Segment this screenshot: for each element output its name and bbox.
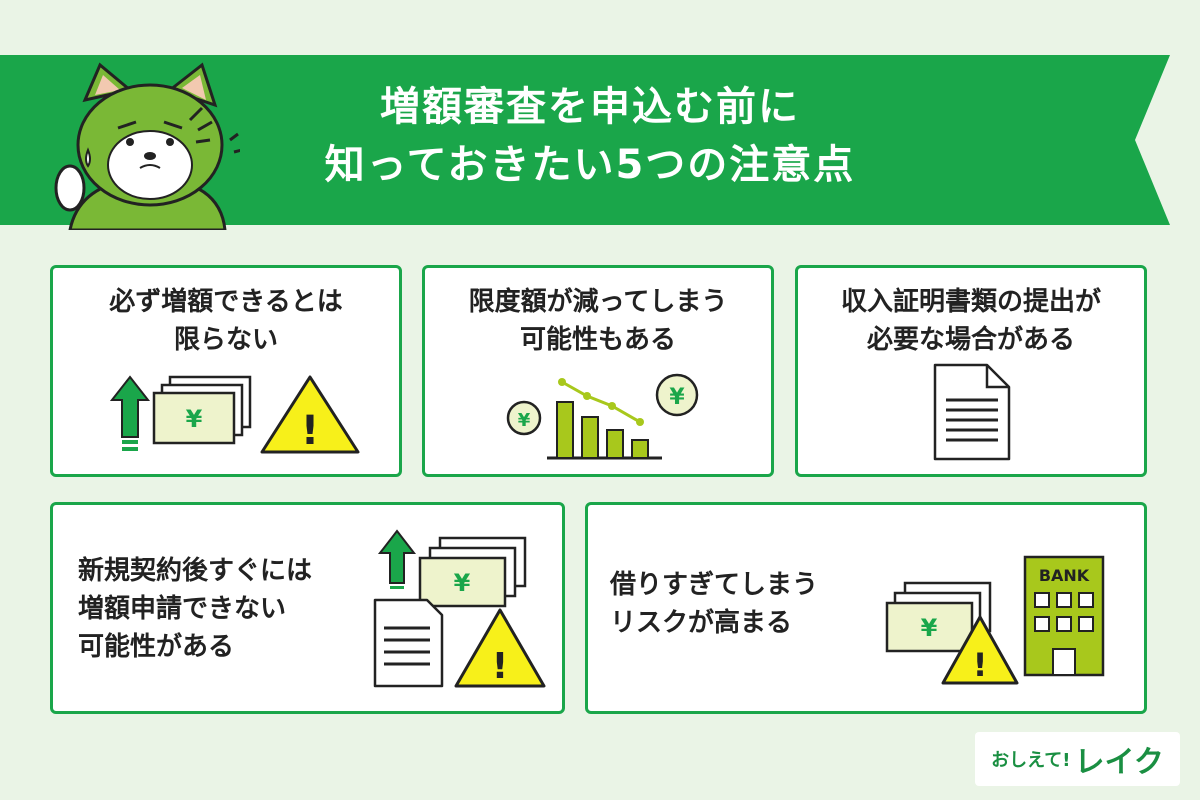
banknote-stack-icon: ¥ <box>152 375 252 445</box>
svg-text:¥: ¥ <box>921 614 938 642</box>
logo-small-text: おしえて! <box>991 750 1071 771</box>
warning-triangle-icon: ! <box>941 615 1019 685</box>
card-1-title: 必ず増額できるとは 限らない <box>109 287 343 355</box>
title-banner <box>0 55 1200 225</box>
dog-mascot-icon <box>54 62 240 230</box>
svg-text:¥: ¥ <box>518 410 531 431</box>
svg-text:¥: ¥ <box>669 385 685 410</box>
card-2-title: 限度額が減ってしまう 可能性もある <box>468 287 728 355</box>
svg-text:¥: ¥ <box>186 405 203 433</box>
warning-triangle-icon: ! <box>454 608 546 688</box>
document-icon <box>373 598 444 688</box>
svg-text:!: ! <box>973 646 988 684</box>
warning-triangle-icon: ! <box>260 375 360 454</box>
title-line-1: 増額審査を申込む前に <box>380 84 800 130</box>
svg-text:BANK: BANK <box>1039 566 1090 585</box>
card-4-title: 新規契約後すぐには 増額申請できない 可能性がある <box>78 556 313 662</box>
title-line-2: 知っておきたい5つの注意点 <box>324 142 856 188</box>
card-4-illustration: ¥ ! <box>373 529 546 688</box>
document-icon <box>933 363 1011 461</box>
decreasing-bar-chart-icon <box>547 378 662 460</box>
svg-text:!: ! <box>492 646 508 687</box>
banknote-stack-icon: ¥ <box>418 536 527 608</box>
logo-big-text: レイク <box>1074 745 1164 780</box>
brand-logo: おしえて! レイク <box>975 732 1180 786</box>
card-3-title: 収入証明書類の提出が 必要な場合がある <box>840 287 1101 355</box>
page-title: 増額審査を申込む前に 知っておきたい5つの注意点 <box>230 78 950 194</box>
svg-text:!: ! <box>301 408 319 454</box>
up-arrow-icon <box>377 529 417 584</box>
banner-ribbon <box>0 55 1170 225</box>
bank-building-icon: BANK <box>1023 555 1105 677</box>
card-2-illustration: ¥ ¥ <box>506 373 699 460</box>
yen-coin-small-icon: ¥ <box>506 400 542 436</box>
card-5-illustration: ¥ ! BANK <box>885 555 1105 685</box>
card-5-title: 借りすぎてしまう リスクが高まる <box>610 570 819 638</box>
banknote-stack-icon: ¥ <box>885 581 992 653</box>
svg-text:¥: ¥ <box>454 569 471 597</box>
up-arrow-icon <box>110 375 151 438</box>
card-1-illustration: ¥ ! <box>110 375 360 454</box>
yen-coin-large-icon: ¥ <box>655 373 699 417</box>
